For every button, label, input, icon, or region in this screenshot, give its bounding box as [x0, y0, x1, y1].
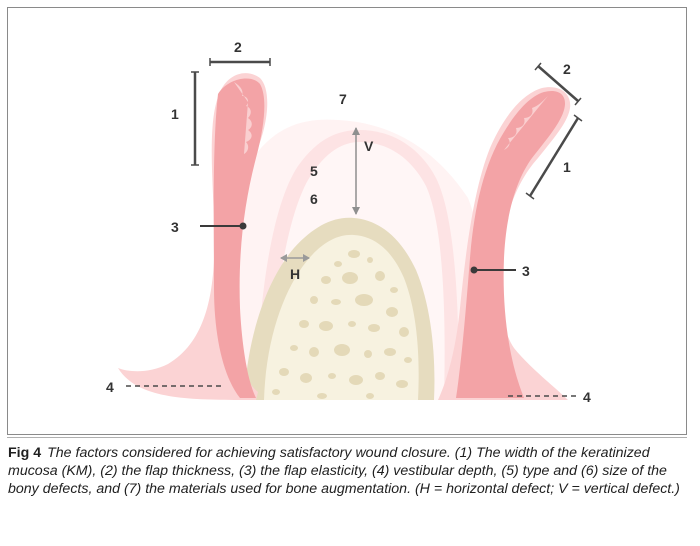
- label-thickness-right: 1: [563, 159, 571, 175]
- label-thickness-left: 1: [171, 106, 179, 122]
- wound-closure-diagram: 2 1 2 1 3 3 4 4 7 5 6 V H: [106, 39, 591, 405]
- label-elasticity-left: 3: [171, 219, 179, 235]
- caption-divider: [7, 437, 687, 438]
- right-keratinized-edge: [504, 96, 548, 150]
- label-materials: 7: [339, 91, 347, 107]
- marker-horizontal-defect: [280, 254, 310, 262]
- left-gingiva: [213, 78, 265, 399]
- label-elasticity-right: 3: [522, 263, 530, 279]
- label-depth-left: 4: [106, 379, 114, 395]
- caption-figure-number: Fig 4: [8, 445, 42, 461]
- marker-thickness-left: [191, 71, 199, 166]
- figure-panel: 2 1 2 1 3 3 4 4 7 5 6 V H: [7, 7, 687, 435]
- caption-text: The factors considered for achieving sat…: [8, 445, 680, 498]
- marker-vertical-defect: [352, 127, 360, 215]
- marker-width-left: [209, 58, 271, 66]
- label-horizontal-defect: H: [290, 266, 300, 282]
- marker-elasticity-right: [470, 266, 516, 274]
- label-depth-right: 4: [583, 389, 591, 405]
- label-defect-size: 6: [310, 191, 318, 207]
- label-width-left: 2: [234, 39, 242, 55]
- marker-width-right: [534, 62, 582, 106]
- label-defect-type: 5: [310, 163, 318, 179]
- label-width-right: 2: [563, 61, 571, 77]
- marker-thickness-right: [525, 114, 583, 200]
- right-gingiva: [456, 90, 566, 398]
- left-keratinized-edge: [234, 82, 252, 154]
- label-vertical-defect: V: [364, 138, 374, 154]
- marker-elasticity-left: [200, 222, 247, 230]
- bone-pores: [272, 250, 412, 399]
